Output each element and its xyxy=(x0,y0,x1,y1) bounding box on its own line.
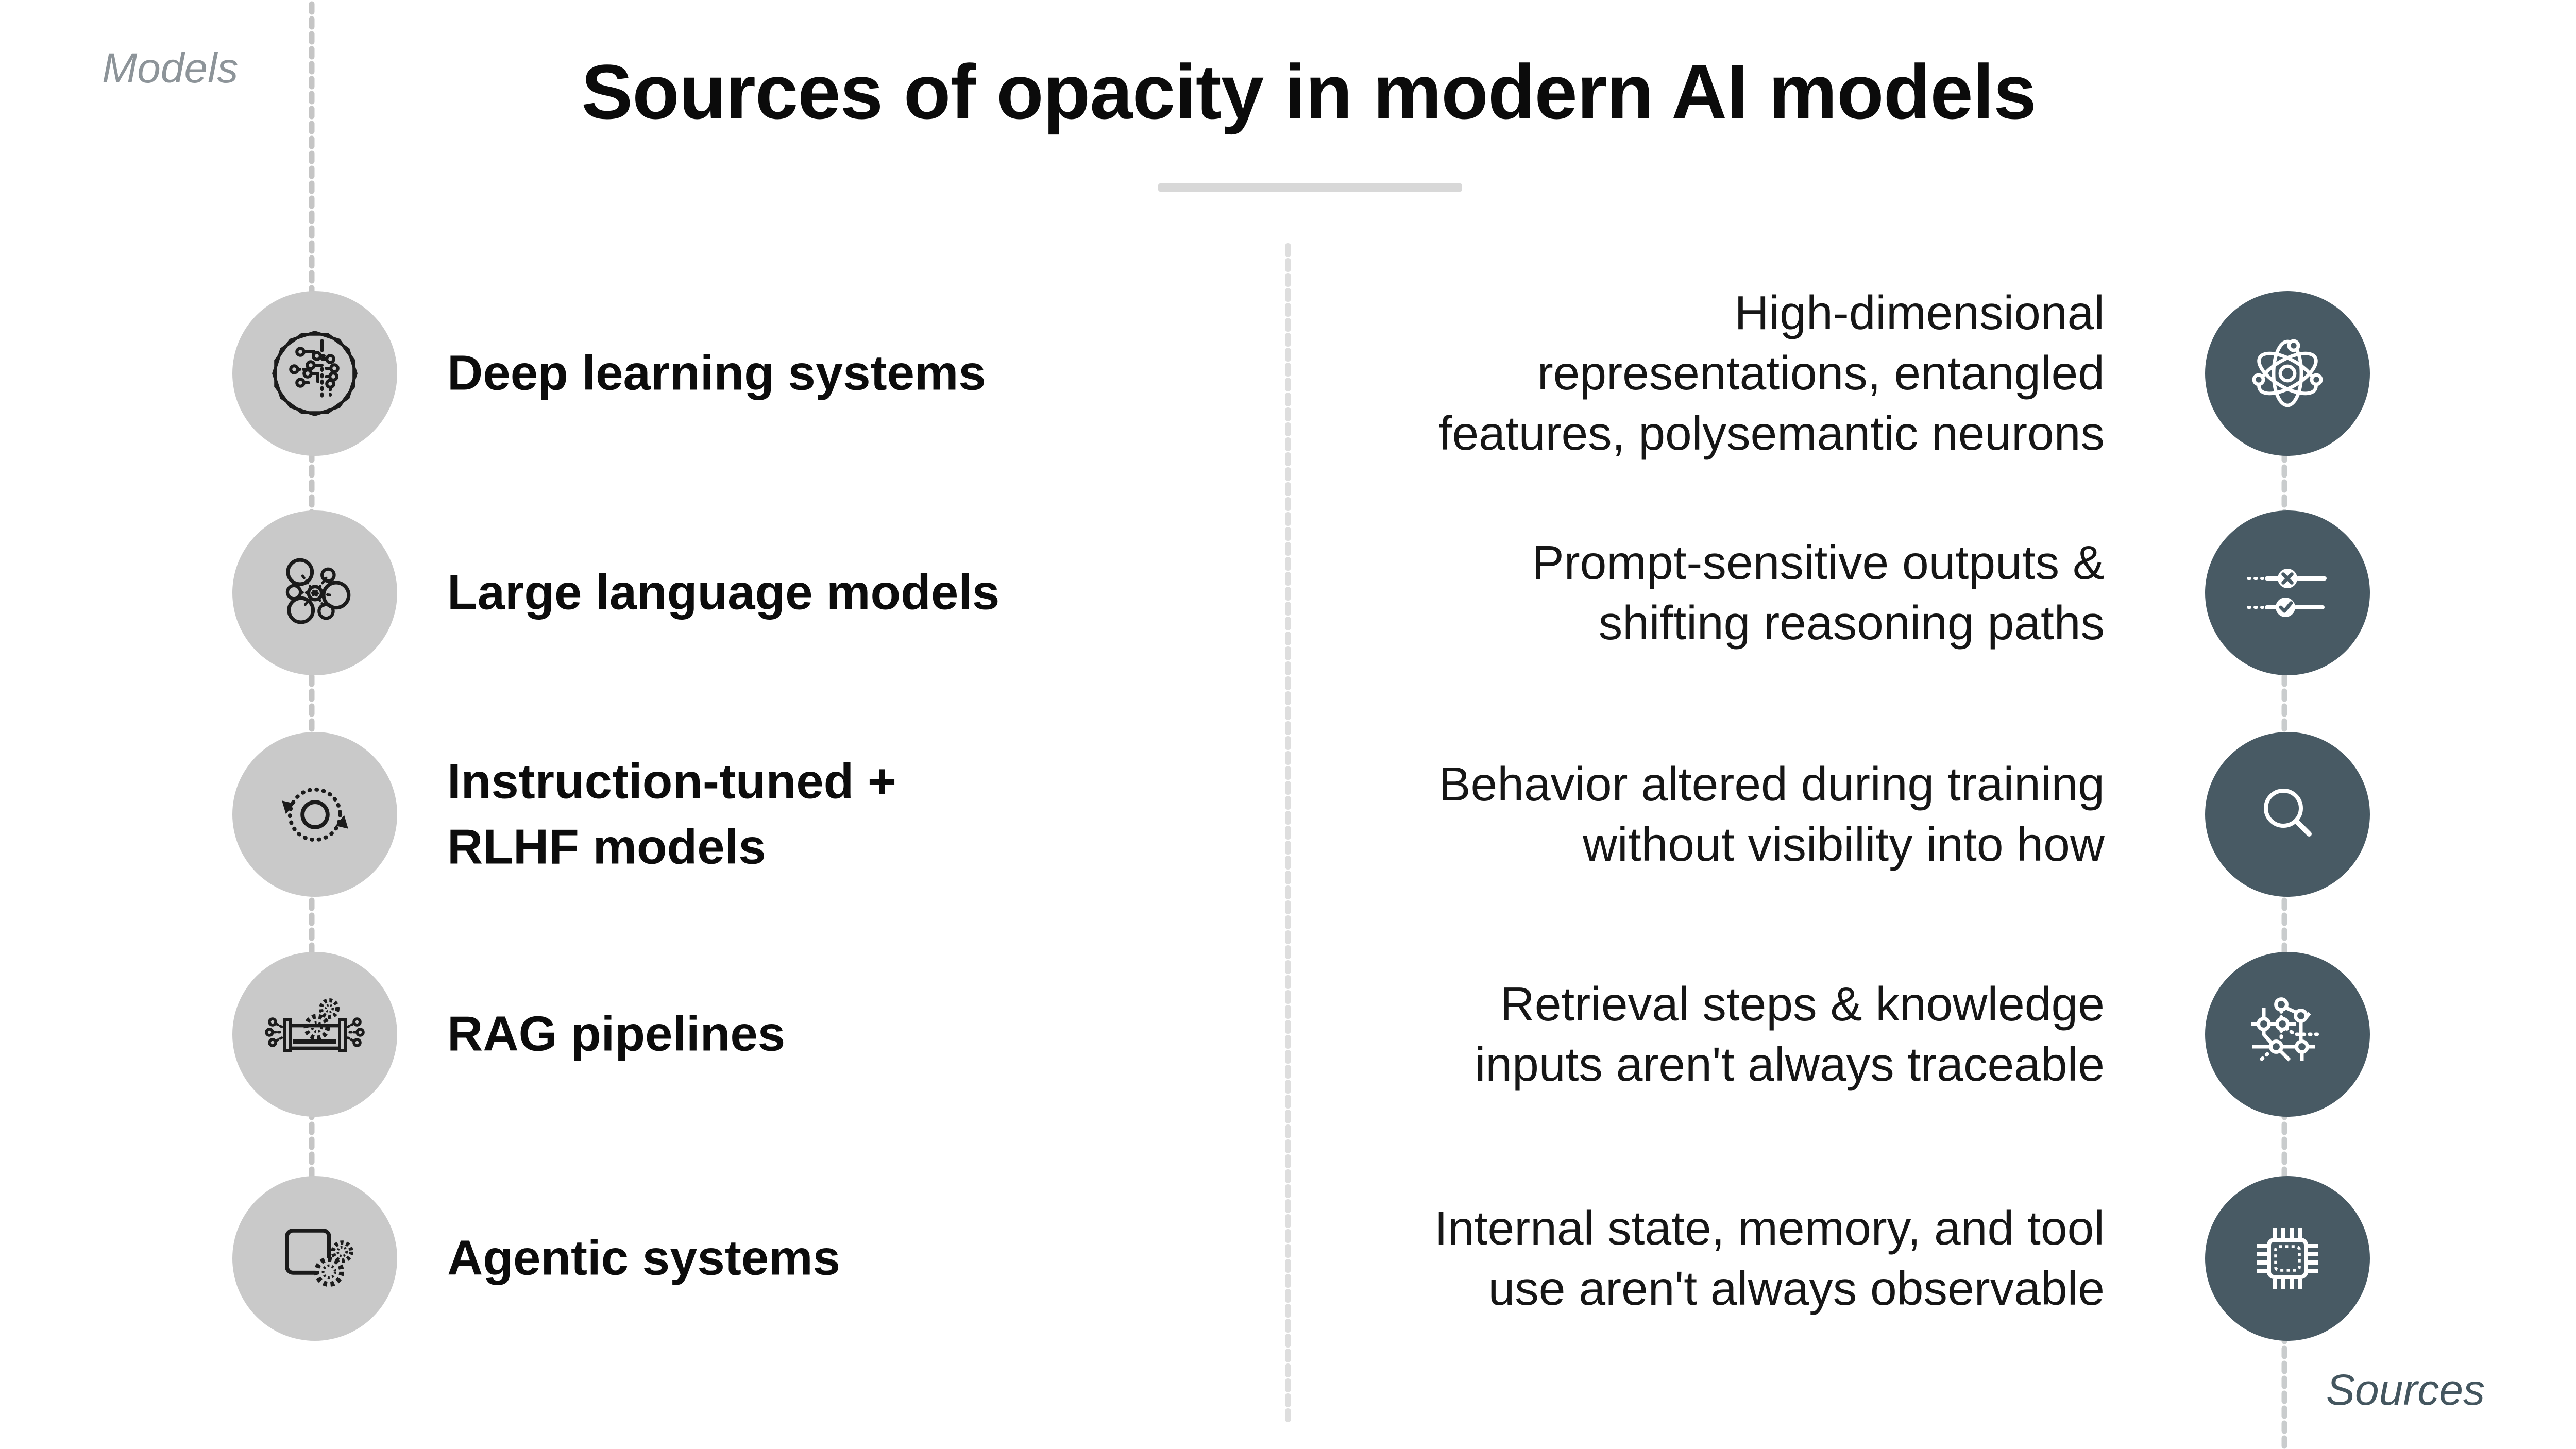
source-icon-circle xyxy=(2205,1176,2370,1341)
source-description: Behavior altered during training without… xyxy=(1438,757,2105,871)
model-label: Agentic systems xyxy=(447,1230,840,1286)
model-icon-circle xyxy=(232,1176,397,1341)
model-label: Instruction-tuned + RLHF models xyxy=(447,754,896,874)
model-label: Large language models xyxy=(447,565,1000,620)
circuit-brain-icon xyxy=(272,331,358,416)
model-icon-circle xyxy=(232,732,397,897)
feedback-loop-icon xyxy=(281,787,348,842)
route-map-icon xyxy=(2251,997,2319,1062)
model-label: RAG pipelines xyxy=(447,1006,786,1062)
source-icon-circle xyxy=(2205,952,2370,1117)
page-title: Sources of opacity in modern AI models xyxy=(581,48,2037,135)
atom-icon xyxy=(2252,339,2323,407)
title-underline xyxy=(1158,183,1462,192)
model-icon-circle xyxy=(232,291,397,456)
model-label: Deep learning systems xyxy=(447,345,986,401)
row-agentic: Agentic systems Internal state, memory, … xyxy=(0,1176,2576,1341)
source-icon-circle xyxy=(2205,510,2370,675)
model-icon-circle xyxy=(232,510,397,675)
slider-toggles-icon xyxy=(2247,569,2327,617)
node-cluster-icon xyxy=(285,558,350,624)
source-description: High-dimensional representations, entang… xyxy=(1438,286,2105,461)
row-llms: Large language models Prompt-sensitive o… xyxy=(0,510,2576,675)
window-gears-icon xyxy=(284,1228,353,1287)
source-icon-circle xyxy=(2205,732,2370,897)
row-deep-learning: Deep learning systems High-dimensional r… xyxy=(0,286,2576,461)
source-description: Prompt-sensitive outputs & shifting reas… xyxy=(1532,535,2105,650)
model-icon-circle xyxy=(232,952,397,1117)
row-rag: RAG pipelines Retrieval steps & knowledg… xyxy=(0,952,2576,1117)
source-description: Retrieval steps & knowledge inputs aren'… xyxy=(1475,977,2105,1091)
models-column-label: Models xyxy=(102,45,239,92)
source-icon-circle xyxy=(2205,291,2370,456)
magnifier-icon xyxy=(2264,789,2312,837)
pipeline-gears-icon xyxy=(265,998,365,1052)
sources-column-label: Sources xyxy=(2326,1366,2485,1414)
chip-icon xyxy=(2257,1228,2318,1289)
row-rlhf: Instruction-tuned + RLHF models Behavior… xyxy=(0,732,2576,897)
source-description: Internal state, memory, and tool use are… xyxy=(1434,1201,2105,1315)
